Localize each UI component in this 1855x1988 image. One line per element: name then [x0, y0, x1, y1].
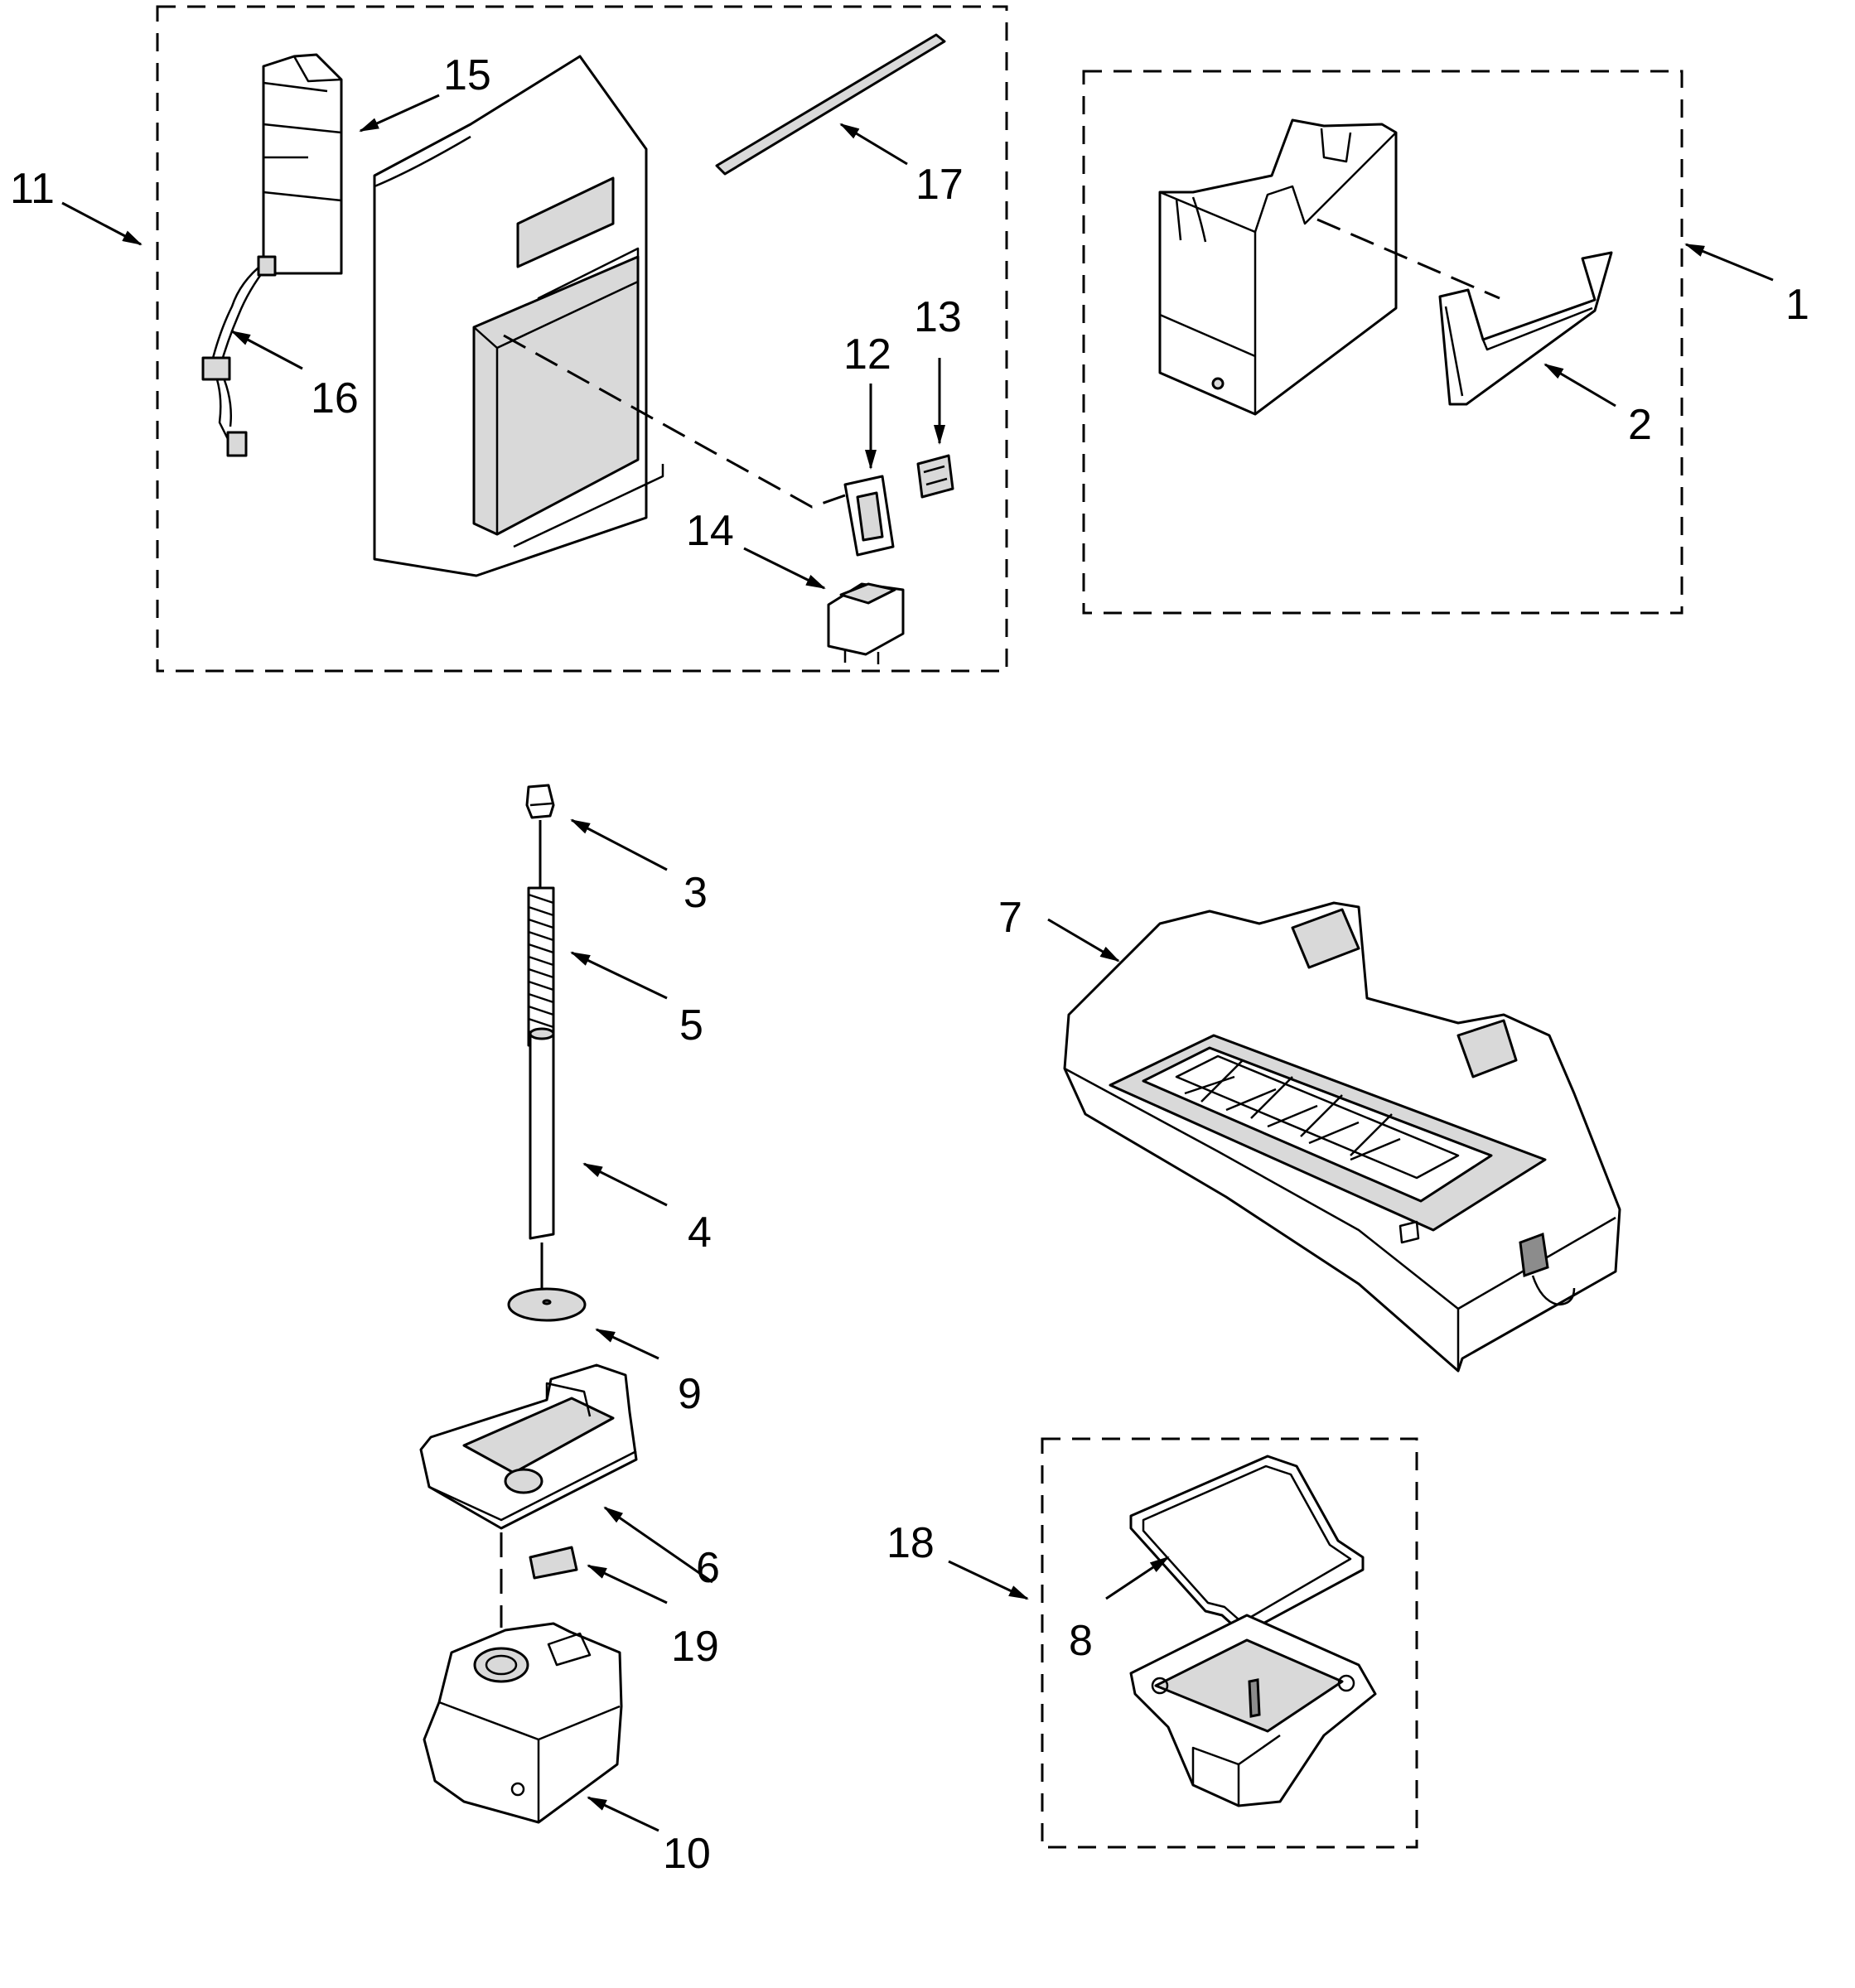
callout-9: 9	[678, 1370, 702, 1418]
ice-bin-group-box	[1082, 70, 1684, 615]
motor-mount-bracket-part	[419, 1363, 638, 1530]
callout-18: 18	[886, 1519, 935, 1567]
callout-7: 7	[998, 894, 1022, 942]
spring-part	[527, 886, 555, 1047]
callout-19: 19	[671, 1623, 719, 1671]
wire-harness-part	[201, 255, 277, 457]
callout-8: 8	[1069, 1617, 1093, 1665]
callout-1: 1	[1785, 281, 1809, 329]
dispenser-switch-part	[916, 454, 954, 499]
gasket-part	[1129, 1455, 1365, 1632]
callout-14: 14	[686, 507, 734, 555]
coupler-part	[529, 1546, 578, 1580]
callout-15: 15	[443, 51, 491, 99]
callout-17: 17	[915, 161, 964, 209]
bearing-cap-part	[525, 784, 555, 819]
callout-3: 3	[684, 869, 708, 917]
auger-shaft-part	[529, 1027, 555, 1240]
housing-group-box	[1041, 1437, 1418, 1849]
callout-6: 6	[696, 1544, 720, 1592]
callout-4: 4	[688, 1209, 712, 1257]
assembly-centerline-2	[1316, 218, 1500, 300]
callout-2: 2	[1628, 401, 1652, 449]
callout-11: 11	[10, 165, 55, 213]
dispenser-group-box	[156, 5, 1008, 673]
washer-part	[507, 1287, 587, 1322]
dispenser-housing-part	[373, 55, 664, 577]
ice-maker-motor-part	[423, 1622, 623, 1824]
insulation-panel-part	[262, 53, 343, 275]
callout-16: 16	[311, 374, 359, 422]
ice-bin-handle-part	[1438, 251, 1613, 406]
callout-13: 13	[914, 293, 962, 341]
ice-maker-housing-part	[1129, 1614, 1377, 1807]
trim-strip-part	[715, 33, 946, 176]
relay-switch-part	[827, 582, 905, 664]
callout-5: 5	[679, 1001, 703, 1049]
switch-bracket-part	[843, 475, 895, 557]
leader-arrows	[61, 94, 1774, 1832]
assembly-centerline-12	[503, 334, 846, 509]
ice-maker-assembly-part	[1063, 901, 1621, 1373]
ice-bin-part	[1158, 118, 1398, 416]
callout-10: 10	[663, 1830, 711, 1878]
callout-12: 12	[843, 331, 891, 379]
